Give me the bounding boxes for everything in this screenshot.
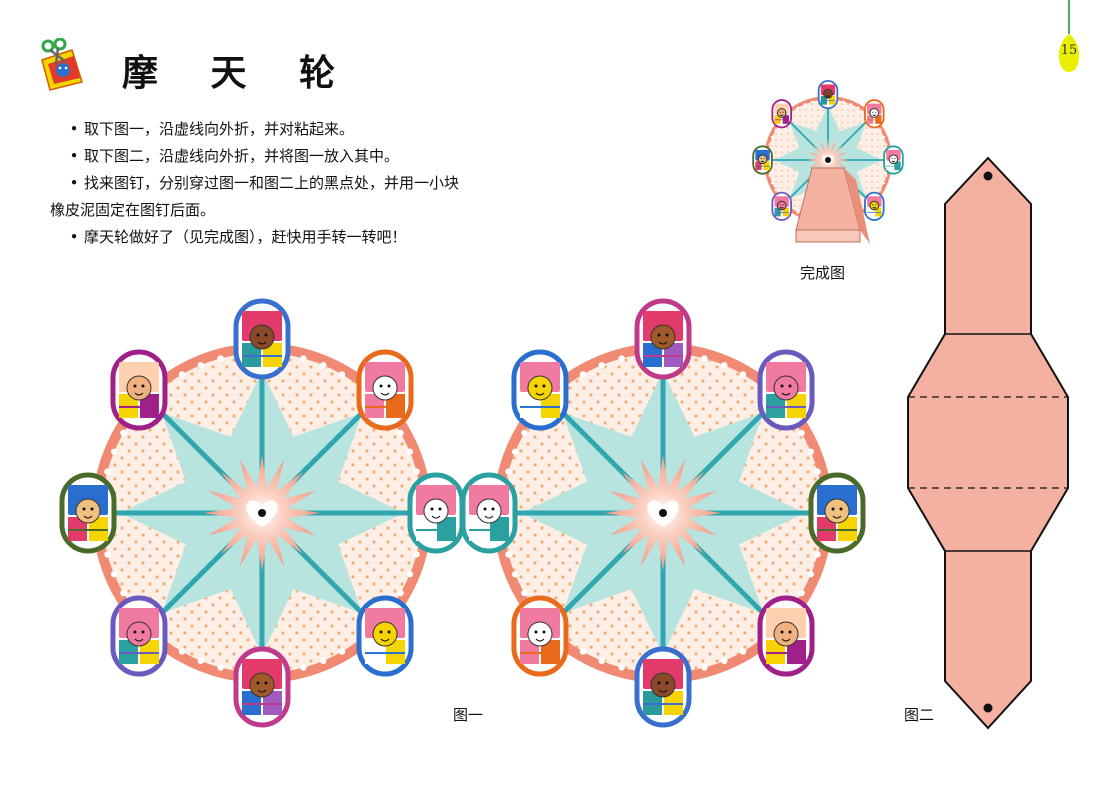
instructions: •取下图一，沿虚线向外折，并对粘起来。 •取下图二，沿虚线向外折，并将图一放入其… (50, 116, 536, 251)
scissors-craft-icon (41, 38, 83, 91)
figure-1-wheel-right (460, 298, 866, 728)
caption-figure-1: 图一 (453, 706, 484, 724)
instruction-item-continued: 橡皮泥固定在图钉后面。 (50, 201, 216, 219)
caption-figure-2: 图二 (904, 706, 935, 724)
figure-2-stand-template (907, 156, 1069, 730)
instruction-item: •取下图二，沿虚线向外折，并将图一放入其中。 (69, 147, 400, 165)
yellow-drop-icon (1058, 0, 1080, 72)
page-number: 15 (1060, 43, 1078, 58)
caption-finished: 完成图 (800, 264, 846, 282)
figure-1-wheel-left (59, 298, 465, 728)
instruction-item: •取下图一，沿虚线向外折，并对粘起来。 (69, 120, 355, 138)
instruction-item: •摩天轮做好了（见完成图），赶快用手转一转吧！ (69, 228, 407, 246)
page-title: 摩 天 轮 (122, 53, 356, 94)
instruction-item: •找来图钉，分别穿过图一和图二上的黑点处，并用一小块 (69, 174, 460, 192)
finished-wheel-illustration (752, 79, 904, 244)
